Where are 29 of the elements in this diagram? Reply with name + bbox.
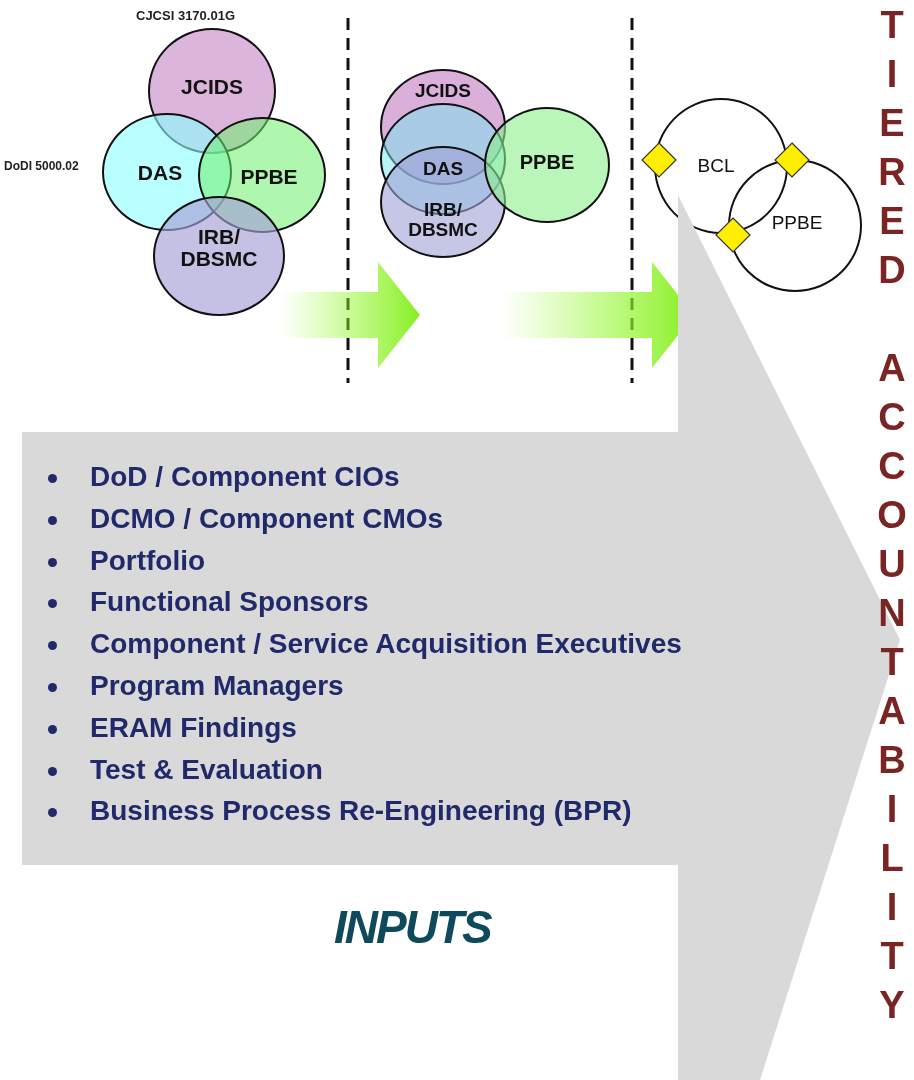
document-label: CJCSI 3170.01G [136,8,235,23]
circle-label: JCIDS [415,81,471,101]
bullet-item: Portfolio [90,543,206,578]
bullet-item: DCMO / Component CMOs [90,501,444,536]
bullet-item: Business Process Re-Engineering (BPR) [90,794,632,829]
arrow-title: INPUTS [334,900,491,954]
circle-label: DAS [137,162,183,185]
bullet-item: ERAM Findings [90,710,297,745]
circle-label: IRB/ DBSMC [407,200,479,240]
circle-label: JCIDS [181,76,243,99]
document-label: DoDI 5000.02 [4,159,79,173]
bullet-item: Test & Evaluation [90,752,323,787]
circle-label: DAS [422,159,464,179]
circle-label: PPBE [519,152,575,173]
circle-label: BCL [697,156,735,176]
venn-circle [380,69,506,185]
connection-diamond [774,142,810,178]
venn-circle [380,146,506,258]
bullet-item: Component / Service Acquisition Executives [90,627,682,662]
vertical-title: TIERED ACCOUNTABILITY [870,4,914,1033]
block-arrow [281,262,420,368]
bullet-item: Functional Sponsors [90,585,369,620]
connection-diamond [715,217,751,253]
circle-label: IRB/ DBSMC [179,226,259,271]
circle-label: PPBE [771,213,823,233]
bullet-item: DoD / Component CIOs [90,460,400,494]
circle-label: PPBE [240,166,298,189]
connection-diamond [641,142,677,178]
bullet-item: Program Managers [90,669,344,703]
